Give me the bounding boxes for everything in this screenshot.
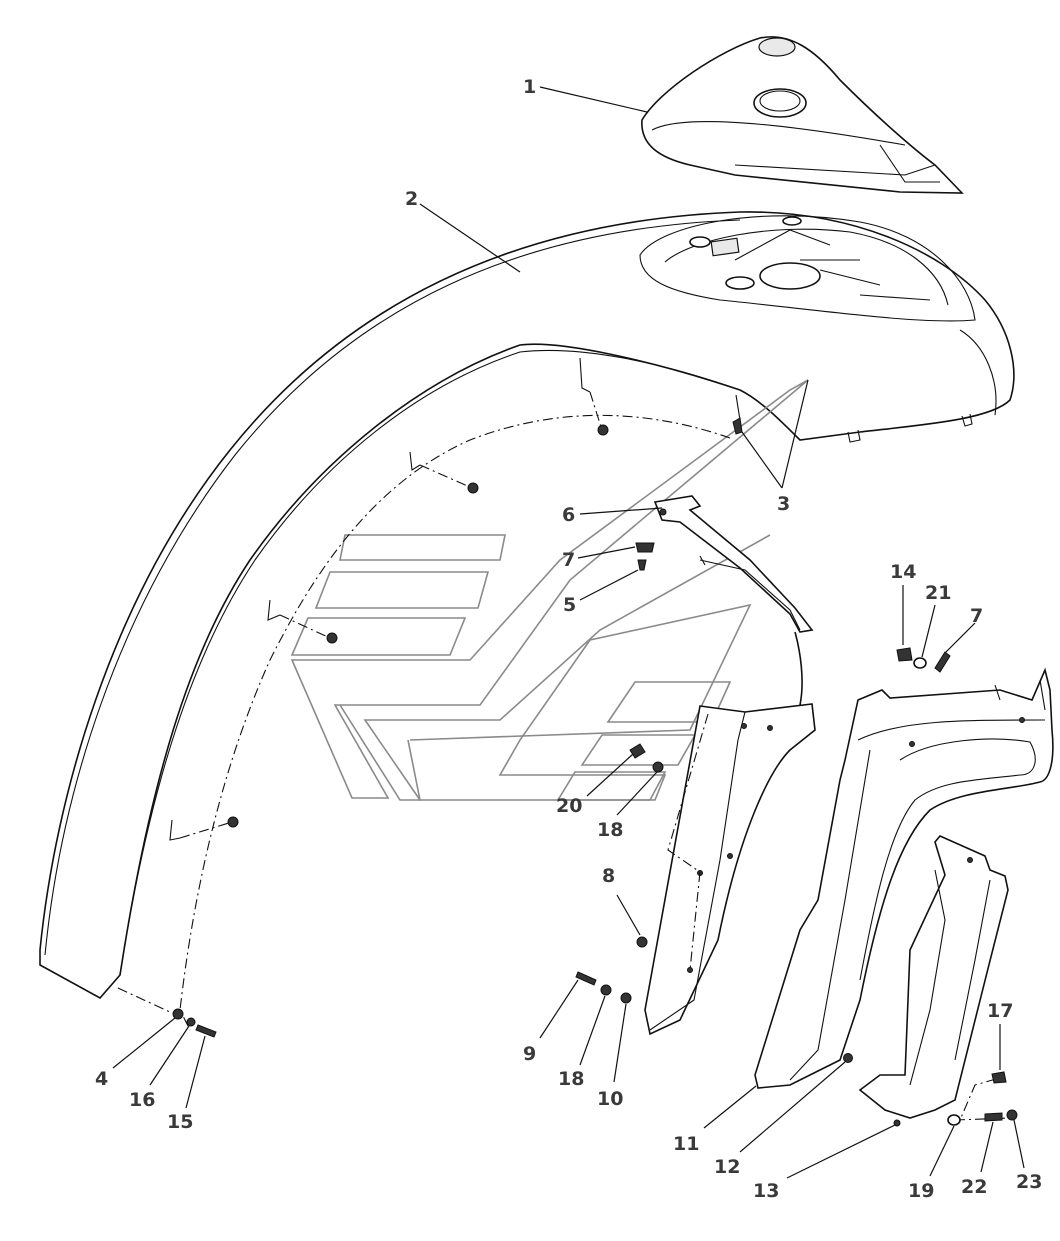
mounting-line-tabs: [117, 391, 603, 1013]
callout-16: 16: [129, 1089, 155, 1111]
mounting-line-panel: [667, 713, 709, 971]
part-13-lower-bracket: [858, 835, 1009, 1127]
callout-17: 17: [987, 1000, 1013, 1022]
callout-12: 12: [714, 1156, 740, 1178]
callout-6: 6: [562, 504, 575, 526]
callout-19: 19: [908, 1180, 934, 1202]
callout-13: 13: [753, 1180, 779, 1202]
part-1-top-cover: [641, 36, 964, 194]
part-6-bracket: [653, 495, 814, 706]
callout-7b: 7: [970, 605, 983, 627]
callout-2: 2: [405, 188, 418, 210]
callout-7: 7: [562, 549, 575, 571]
callout-3: 3: [777, 493, 790, 515]
callout-10: 10: [597, 1088, 623, 1110]
fasteners-right: [843, 647, 1018, 1126]
part-2-fender: [39, 211, 1015, 1000]
callout-18: 18: [597, 819, 623, 841]
part-11-inner-panel: [644, 703, 816, 1036]
callout-14: 14: [890, 561, 916, 583]
callout-5: 5: [563, 594, 576, 616]
leader-lines: [112, 86, 1025, 1179]
logo-watermark: [290, 379, 809, 801]
callout-11: 11: [673, 1133, 699, 1155]
callout-22: 22: [961, 1176, 987, 1198]
callout-21: 21: [925, 582, 951, 604]
callout-1: 1: [523, 76, 536, 98]
callout-labels: 1 2 3 6 7 5 14 21 7 20 18 8 9 18 10 4 16…: [95, 76, 1042, 1202]
fasteners-mid: [172, 542, 664, 1038]
fender-fasteners: [227, 417, 743, 828]
mounting-line-fender: [179, 414, 731, 1031]
callout-20: 20: [556, 795, 582, 817]
callout-9: 9: [523, 1043, 536, 1065]
callout-15: 15: [167, 1111, 193, 1133]
callout-18b: 18: [558, 1068, 584, 1090]
part-11-side-trim: [754, 667, 1054, 1089]
callout-4: 4: [95, 1068, 108, 1090]
callout-23: 23: [1016, 1171, 1042, 1193]
callout-8: 8: [602, 865, 615, 887]
